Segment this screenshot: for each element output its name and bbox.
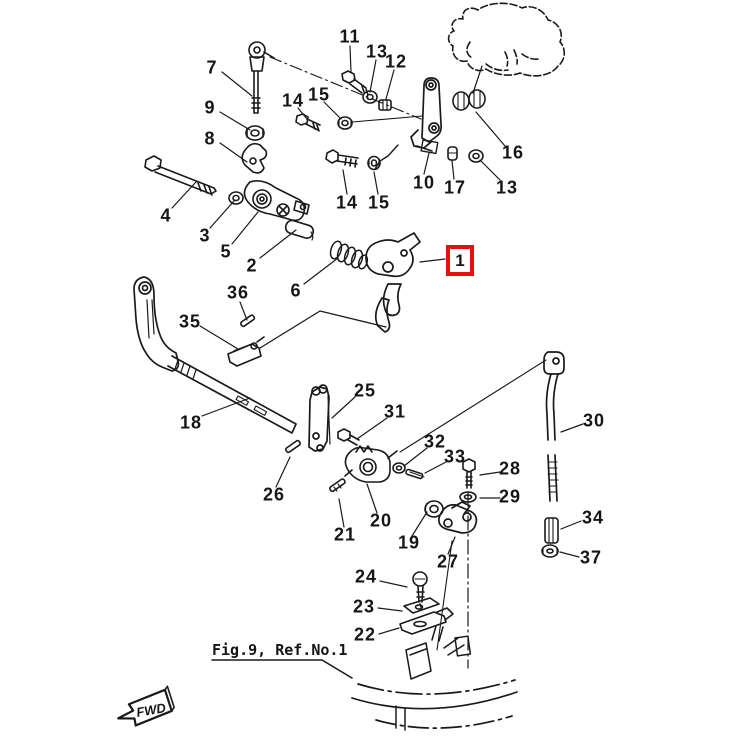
selected-callout-box[interactable]: 1 [446,245,474,276]
link-wire [374,144,399,170]
callout-19: 19 [397,532,421,553]
part-26-pin [284,439,301,454]
fwd-arrow-label: FWD [135,700,167,720]
callout-9: 9 [204,97,216,118]
part-13b-washer [468,149,484,163]
part-14a-bolt [295,113,321,132]
part-33-pin [405,468,425,480]
part-3-washer [228,191,244,205]
part-32-washer [392,462,406,474]
callout-14-a: 14 [281,90,305,111]
part-5-lever [243,180,310,222]
part-35-clevis [227,336,265,367]
callout-36: 36 [226,282,250,303]
callout-21: 21 [333,524,357,545]
part-15b-nut [367,155,381,171]
part-4-bolt [144,155,217,196]
callout-35: 35 [178,311,202,332]
part-36-pin [239,314,256,328]
callout-7: 7 [206,57,218,78]
part-10-link-lever [410,77,443,155]
callout-31: 31 [383,401,407,422]
part-8-bracket [241,142,268,174]
part-37-nut [541,544,559,558]
callout-15-b: 15 [367,192,391,213]
part-34-spacer [544,517,559,544]
callout-8: 8 [204,128,216,149]
bracket-to-mount-line [436,540,453,651]
callout-16: 16 [501,142,525,163]
rod-alignment-line [399,359,547,453]
callout-13-b: 13 [495,177,519,198]
callout-15-a: 15 [307,84,331,105]
callout-11: 11 [339,26,361,47]
callout-12: 12 [384,51,408,72]
carburetor-outline [447,2,566,77]
part-6-spring [329,240,369,270]
callout-14-b: 14 [335,192,359,213]
part-31-bolt [337,428,360,446]
callout-17: 17 [443,177,467,198]
part-21-pin [328,478,346,493]
callout-3: 3 [199,225,211,246]
part-27-bracket [438,501,478,534]
part-12-bushing [378,99,392,111]
callout-2: 2 [246,255,258,276]
part-17-bushing [447,146,458,161]
callout-37: 37 [579,547,603,568]
part-22-plate [399,607,454,635]
callout-23: 23 [352,596,376,617]
part-20-cam-assembly [344,445,398,483]
part-2-pin [284,219,315,241]
part-29-washer [459,491,477,503]
callout-4: 4 [160,205,172,226]
part-28-bolt [462,458,476,489]
part-13a-washer [362,90,378,104]
leader-lines [171,45,584,635]
callout-13-a: 13 [365,41,389,62]
part-9-nut [245,125,265,141]
caption-underline [211,659,353,679]
callout-34: 34 [581,507,605,528]
callout-26: 26 [262,484,286,505]
callout-32: 32 [423,431,447,452]
callout-28: 28 [498,458,522,479]
selected-callout-label: 1 [455,250,465,270]
part-18-shift-rod [133,276,297,434]
callout-27: 27 [436,551,460,572]
callout-24: 24 [354,566,378,587]
fwd-arrow: FWD [117,685,175,727]
part-15a-nut [337,116,353,130]
callout-20: 20 [369,510,393,531]
callout-6: 6 [290,280,302,301]
callout-33: 33 [443,446,467,467]
part-23-plate [403,597,440,614]
callout-30: 30 [582,410,606,431]
assembly-line-2 [351,115,423,123]
part-16-coupler [452,89,486,111]
part-24-screw [412,571,428,608]
bottom-cowling-outline [351,679,518,729]
callout-5: 5 [220,241,232,262]
part-25-bracket [308,384,331,452]
figure-caption: Fig.9, Ref.No.1 [212,641,348,659]
part-1-throttle-cam [365,232,421,333]
part-14b-bolt [325,149,359,168]
callout-29: 29 [498,486,522,507]
callout-10: 10 [412,172,436,193]
assembly-centerline [269,56,422,120]
part-30-rod [543,351,565,502]
linkage-zigzag [259,310,387,349]
part-11-bolt [341,70,369,96]
callout-25: 25 [353,380,377,401]
engine-mount-outline [395,625,472,731]
callout-22: 22 [353,624,377,645]
callout-18: 18 [179,412,203,433]
part-7-joint-bolt [248,41,275,114]
